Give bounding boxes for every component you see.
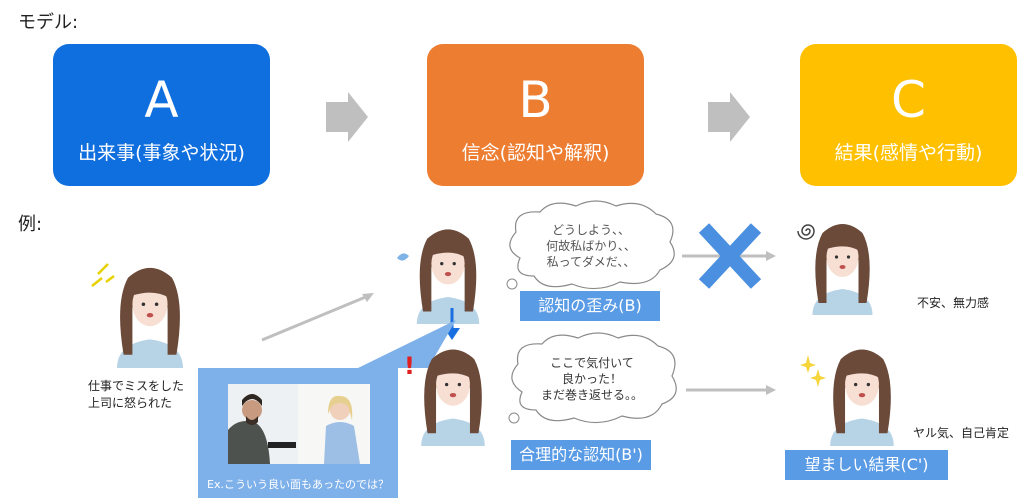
arrow-right-icon [708, 92, 750, 142]
box-letter: A [144, 71, 179, 129]
box-c-consequence: C 結果(感情や行動) [800, 44, 1017, 186]
woman-happy-illustration [830, 349, 894, 446]
model-heading: モデル: [18, 12, 79, 33]
rational-thought: ここで気付いて 良かった！ まだ巻き返せる。。 [522, 355, 662, 403]
box-letter: B [518, 71, 553, 129]
box-a-event: A 出来事(事象や状況) [53, 44, 270, 186]
thought-line: どうしよう、、 [551, 223, 630, 237]
event-line: 上司に怒られた [88, 396, 173, 410]
box-letter: C [891, 71, 926, 129]
thought-line: 私ってダメだ、、 [546, 255, 636, 269]
box-text: 信念(認知や解釈) [461, 142, 610, 164]
arrow-line [261, 293, 374, 342]
event-text: 仕事でミスをした 上司に怒られた [88, 378, 184, 412]
rational-cognition-label: 合理的な認知(B') [511, 440, 651, 470]
desired-result-label: 望ましい結果(C') [785, 450, 948, 480]
callout-pointer [358, 320, 456, 368]
swirl-icon [797, 224, 815, 240]
distorted-thought: どうしよう、、 何故私ばかり、、 私ってダメだ、、 [522, 222, 660, 270]
box-text: 出来事(事象や状況) [78, 142, 245, 164]
callout-caption: Ex.こういう良い面もあったのでは？ [207, 478, 389, 491]
thought-line: まだ巻き返せる。。 [540, 388, 643, 402]
counseling-photo [228, 384, 370, 464]
thought-line: 良かった！ [561, 372, 622, 386]
thought-line: 何故私ばかり、、 [546, 239, 636, 253]
cross-icon [698, 223, 762, 289]
thought-cloud [508, 332, 677, 424]
callout-box: Ex.こういう良い面もあったのでは？ [198, 368, 398, 498]
exclamation-icon: ! [404, 352, 415, 380]
shock-lines-icon [91, 263, 115, 287]
arrow-line [686, 385, 776, 395]
woman-realizing-illustration [421, 349, 485, 446]
rational-result: ヤル気、自己肯定 [913, 426, 1010, 440]
box-text: 結果(感情や行動) [834, 142, 983, 164]
distorted-result: 不安、無力感 [917, 296, 990, 310]
thought-line: ここで気付いて [550, 356, 634, 370]
event-line: 仕事でミスをした [88, 379, 185, 393]
box-b-belief: B 信念(認知や解釈) [427, 44, 644, 186]
distorted-cognition-label: 認知の歪み(B) [520, 291, 660, 321]
thought-cloud [506, 200, 675, 290]
example-heading: 例: [18, 214, 43, 235]
rejected-arrow [682, 223, 776, 289]
sweat-drop-icon [397, 253, 409, 261]
arrow-right-icon [326, 92, 368, 142]
sparkle-icon [800, 355, 826, 387]
